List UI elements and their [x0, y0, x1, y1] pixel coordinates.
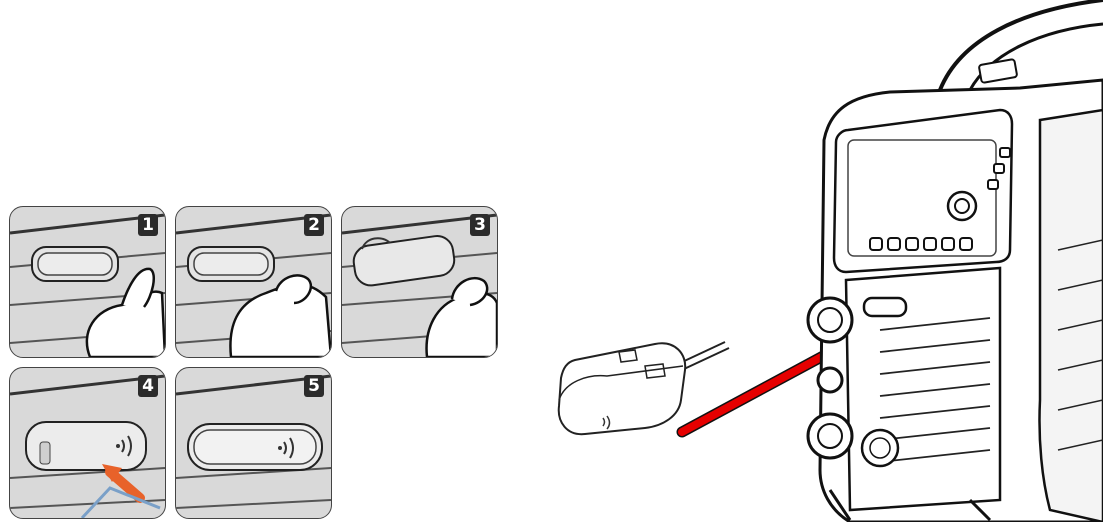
control-knob-icon: [946, 190, 978, 222]
step-panel-3: 3: [341, 206, 498, 358]
welding-machine: [806, 0, 1103, 522]
wireless-module: [557, 341, 730, 436]
step-panel-4: 4: [9, 367, 166, 519]
step-4-illustration: [10, 374, 165, 518]
step-panel-5: 5: [175, 367, 332, 519]
step-1-illustration: [10, 213, 165, 357]
step-3-illustration: [342, 213, 497, 357]
step-panel-1: 1: [9, 206, 166, 358]
step-number-2: 2: [304, 214, 324, 236]
wireless-signal-icon: [602, 415, 611, 430]
step-number-5: 5: [304, 375, 324, 397]
step-number-3: 3: [470, 214, 490, 236]
module-slot: [862, 296, 908, 318]
step-2-illustration: [176, 213, 331, 357]
step-number-4: 4: [138, 375, 158, 397]
multipin-connector-icon: [860, 428, 900, 468]
hand-icon: [229, 283, 331, 357]
wireless-signal-icon: [278, 437, 294, 459]
hand-icon: [425, 291, 497, 357]
wireless-signal-icon: [116, 435, 132, 457]
step-number-1: 1: [138, 214, 158, 236]
step-panel-2: 2: [175, 206, 332, 358]
